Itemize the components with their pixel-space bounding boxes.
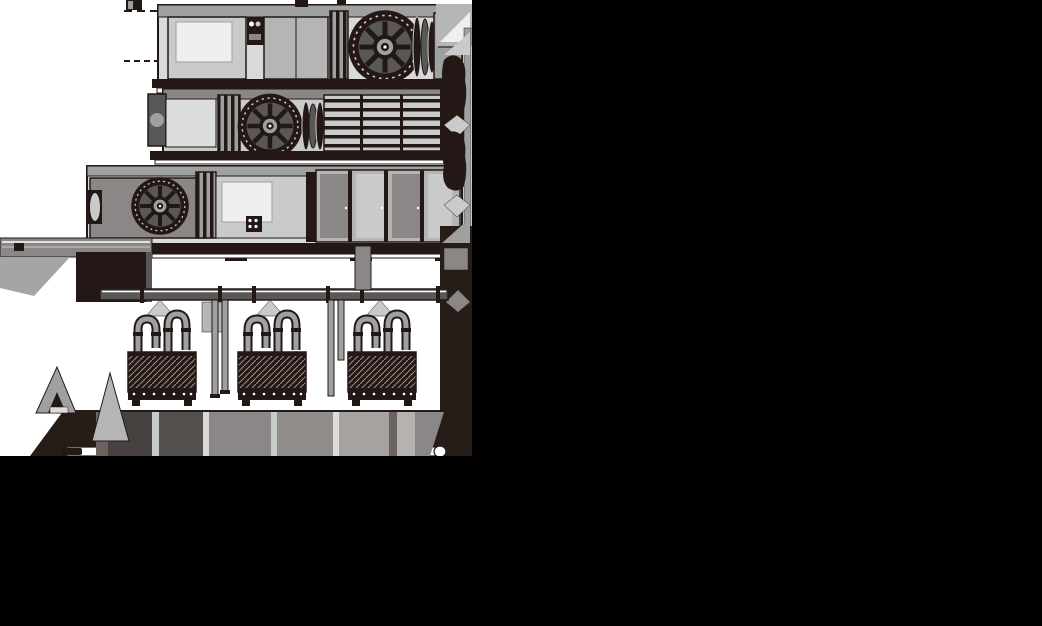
cooler-fins bbox=[217, 94, 241, 154]
vertical-pipe bbox=[327, 299, 335, 397]
insulated-fitting bbox=[442, 55, 467, 115]
boiler-unit-1 bbox=[127, 309, 197, 406]
generator-set-middle bbox=[147, 88, 471, 165]
machinery-illustration bbox=[0, 0, 472, 456]
steam-pipe-run bbox=[99, 245, 449, 398]
tube-bank bbox=[347, 351, 417, 393]
boiler-unit-2 bbox=[237, 309, 307, 406]
tube-bank bbox=[237, 351, 307, 393]
base-skid bbox=[85, 244, 462, 254]
vertical-pipe bbox=[337, 299, 345, 361]
foundation-plinth bbox=[30, 362, 471, 456]
small-fitting bbox=[126, 0, 142, 10]
illustration-panel bbox=[0, 0, 472, 456]
flywheel bbox=[348, 10, 421, 83]
tube-bank bbox=[127, 351, 197, 393]
boiler-unit-3 bbox=[347, 309, 417, 406]
cooler-fins bbox=[195, 171, 217, 239]
vertical-pipe bbox=[221, 299, 229, 393]
flywheel bbox=[131, 177, 189, 235]
boiler-units bbox=[127, 309, 417, 406]
vertical-pipe bbox=[211, 299, 219, 397]
insulated-fitting bbox=[442, 131, 467, 191]
cooler-fins bbox=[329, 10, 349, 80]
flywheel bbox=[238, 94, 303, 159]
base-skid bbox=[152, 79, 464, 88]
control-panel bbox=[247, 17, 264, 45]
generator-set-front bbox=[85, 165, 463, 261]
gauge-box bbox=[246, 216, 262, 232]
generator-set-rear bbox=[124, 0, 464, 96]
vent-structure bbox=[35, 365, 130, 442]
base-skid bbox=[150, 151, 468, 160]
